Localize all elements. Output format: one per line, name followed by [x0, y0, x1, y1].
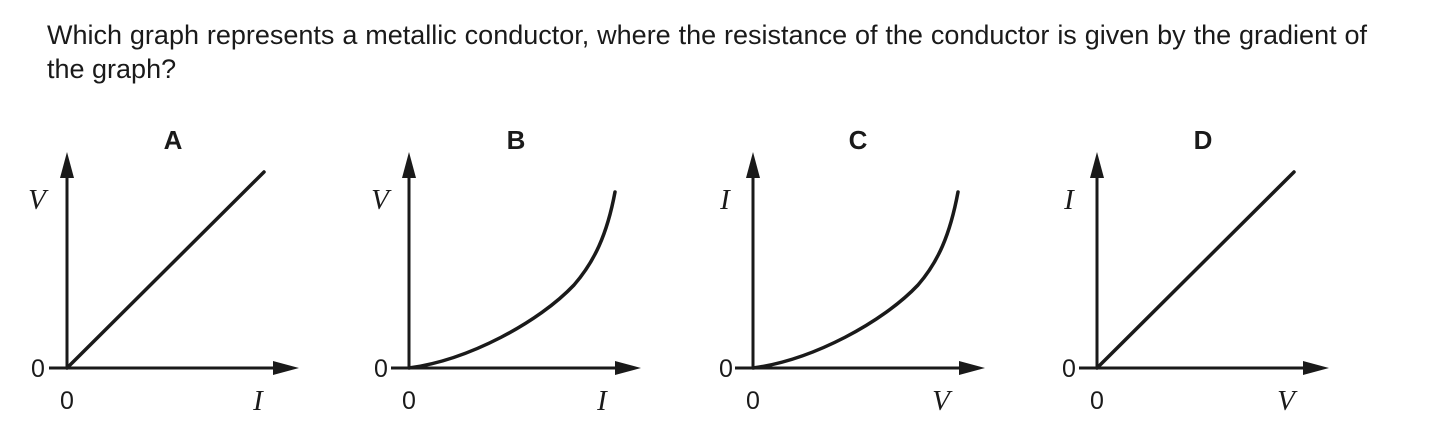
- graph-d-y-arrow: [1090, 152, 1104, 178]
- graph-b-x-arrow: [615, 361, 641, 375]
- graph-a-x-axis-label: I: [252, 385, 264, 417]
- graph-d-line: [1095, 170, 1296, 370]
- graph-a: A V I 0 0: [28, 125, 299, 417]
- graph-c-origin-x-label: 0: [746, 387, 760, 415]
- graph-d: D I V 0 0: [1062, 125, 1329, 417]
- graph-d-label: D: [1194, 125, 1213, 155]
- graph-c-label: C: [849, 125, 868, 155]
- graph-c: C I V 0 0: [719, 125, 985, 417]
- graph-b-y-arrow: [402, 152, 416, 178]
- graph-c-y-arrow: [746, 152, 760, 178]
- graph-d-origin-y-label: 0: [1062, 355, 1076, 383]
- graph-c-curve: [751, 190, 960, 370]
- graph-d-x-axis-label: V: [1277, 385, 1298, 417]
- question-text: Which graph represents a metallic conduc…: [47, 20, 1367, 84]
- graph-a-y-axis-label: V: [28, 184, 49, 216]
- graph-b-origin-x-label: 0: [402, 387, 416, 415]
- graph-a-x-arrow: [273, 361, 299, 375]
- graph-d-x-arrow: [1303, 361, 1329, 375]
- graph-b-x-axis-label: I: [596, 385, 608, 417]
- graph-c-origin-y-label: 0: [719, 355, 733, 383]
- graph-a-origin-x-label: 0: [60, 387, 74, 415]
- graph-b-origin-y-label: 0: [374, 355, 388, 383]
- graph-d-y-axis-label: I: [1063, 184, 1075, 216]
- graph-a-label: A: [164, 125, 183, 155]
- graph-c-y-axis-label: I: [719, 184, 731, 216]
- graph-b-y-axis-label: V: [371, 184, 392, 216]
- graph-a-origin-y-label: 0: [31, 355, 45, 383]
- graph-c-x-arrow: [959, 361, 985, 375]
- graph-d-origin-x-label: 0: [1090, 387, 1104, 415]
- graph-b-curve: [407, 190, 617, 370]
- graph-b-label: B: [507, 125, 526, 155]
- graph-a-y-arrow: [60, 152, 74, 178]
- graph-b: B V I 0 0: [371, 125, 641, 417]
- graph-c-x-axis-label: V: [932, 385, 953, 417]
- graph-a-line: [65, 170, 266, 370]
